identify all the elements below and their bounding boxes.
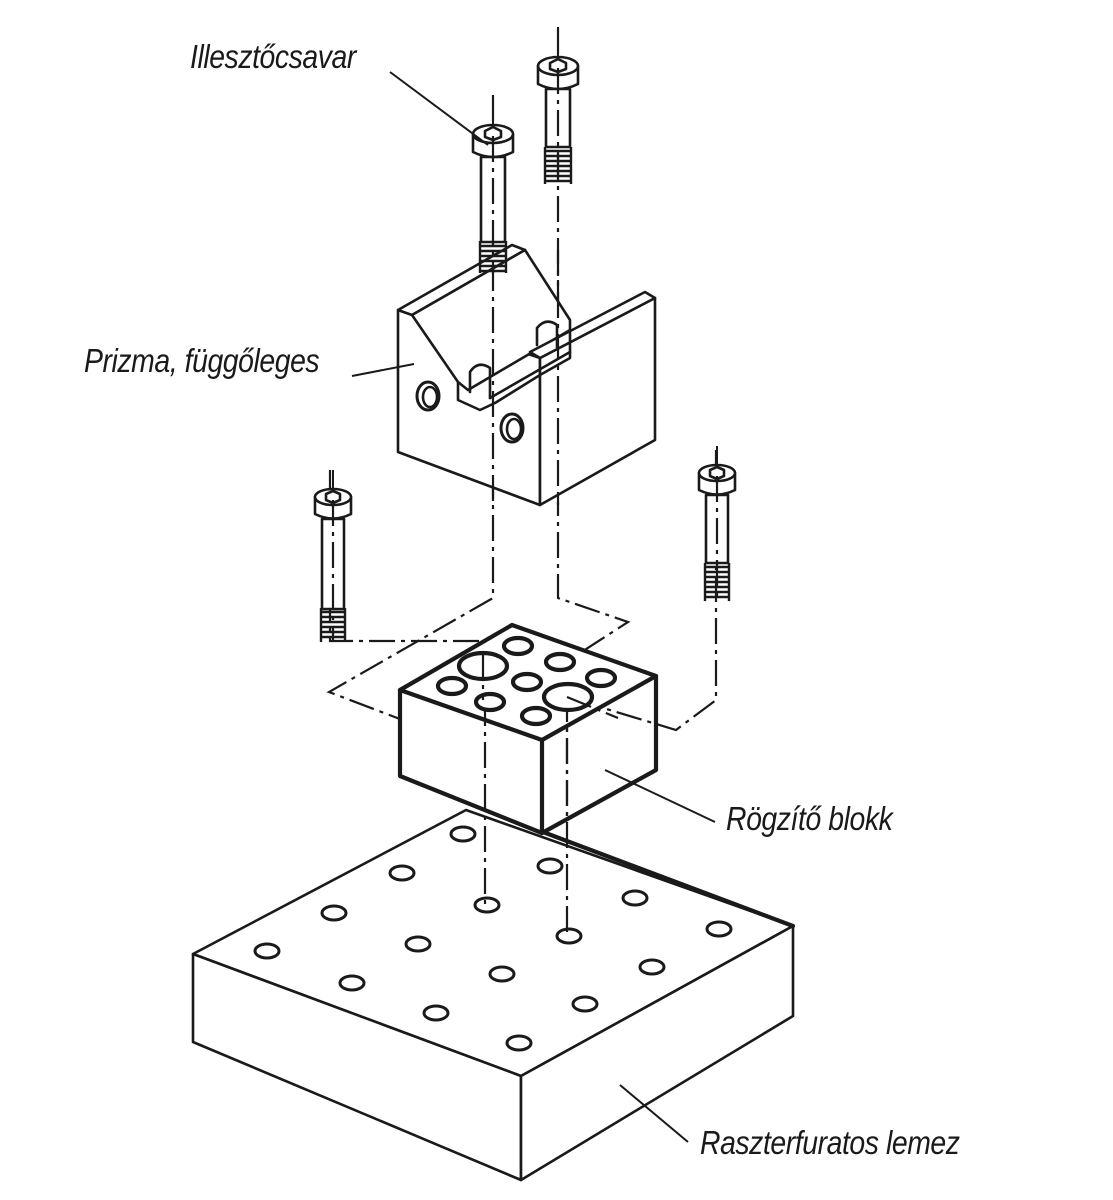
plate-holes: [253, 825, 733, 1052]
plate-right-face: [519, 924, 795, 1182]
plate-hole: [571, 995, 599, 1013]
plate-hole: [320, 904, 348, 922]
plate-hole: [422, 1004, 450, 1022]
plate-hole: [638, 958, 666, 976]
block-hole: [435, 675, 469, 697]
label-plate: Raszterfuratos lemez: [700, 1124, 960, 1161]
screw-left-loose: [313, 470, 353, 642]
block-hole: [501, 635, 535, 657]
block-left-face: [397, 687, 545, 836]
axis-left-screw: [328, 470, 480, 643]
plate-hole: [404, 935, 432, 953]
plate-hole: [621, 889, 649, 907]
screw-right-loose: [697, 446, 737, 601]
block-hole: [519, 705, 553, 727]
leader-screw: [389, 71, 489, 146]
block-hole: [543, 651, 577, 673]
block-right-face: [539, 673, 659, 836]
block-hole: [473, 691, 507, 713]
plate-hole: [473, 896, 501, 914]
screw-prism-left: [471, 95, 515, 273]
label-prism: Prizma, függőleges: [84, 342, 320, 379]
block-hole: [584, 667, 618, 689]
plate-back-edge-shadow: [540, 829, 796, 929]
plate-hole: [705, 920, 733, 938]
plate-hole: [388, 864, 416, 882]
leader-block: [604, 769, 716, 823]
plate-hole: [536, 857, 564, 875]
block-holes: [435, 635, 618, 727]
prism-groove: [456, 328, 572, 412]
axis-right-screw: [569, 450, 718, 732]
raster-plate: [191, 808, 796, 1182]
plate-hole: [555, 927, 583, 945]
label-screw: Illesztőcsavar: [190, 38, 356, 75]
block-hole: [510, 671, 544, 693]
plate-hole: [488, 965, 516, 983]
prism-vertical: [396, 243, 657, 507]
leader-prism: [351, 363, 415, 377]
prism-top-right: [528, 290, 657, 360]
label-block: Rögzítő blokk: [726, 800, 893, 837]
screw-prism-right: [536, 27, 580, 184]
plate-hole: [505, 1034, 533, 1052]
plate-hole: [253, 942, 281, 960]
plate-hole: [338, 974, 366, 992]
fixing-block: [397, 622, 659, 836]
leader-plate: [619, 1084, 689, 1143]
prism-groove-notch-left: [468, 363, 492, 400]
plate-hole: [449, 825, 477, 843]
